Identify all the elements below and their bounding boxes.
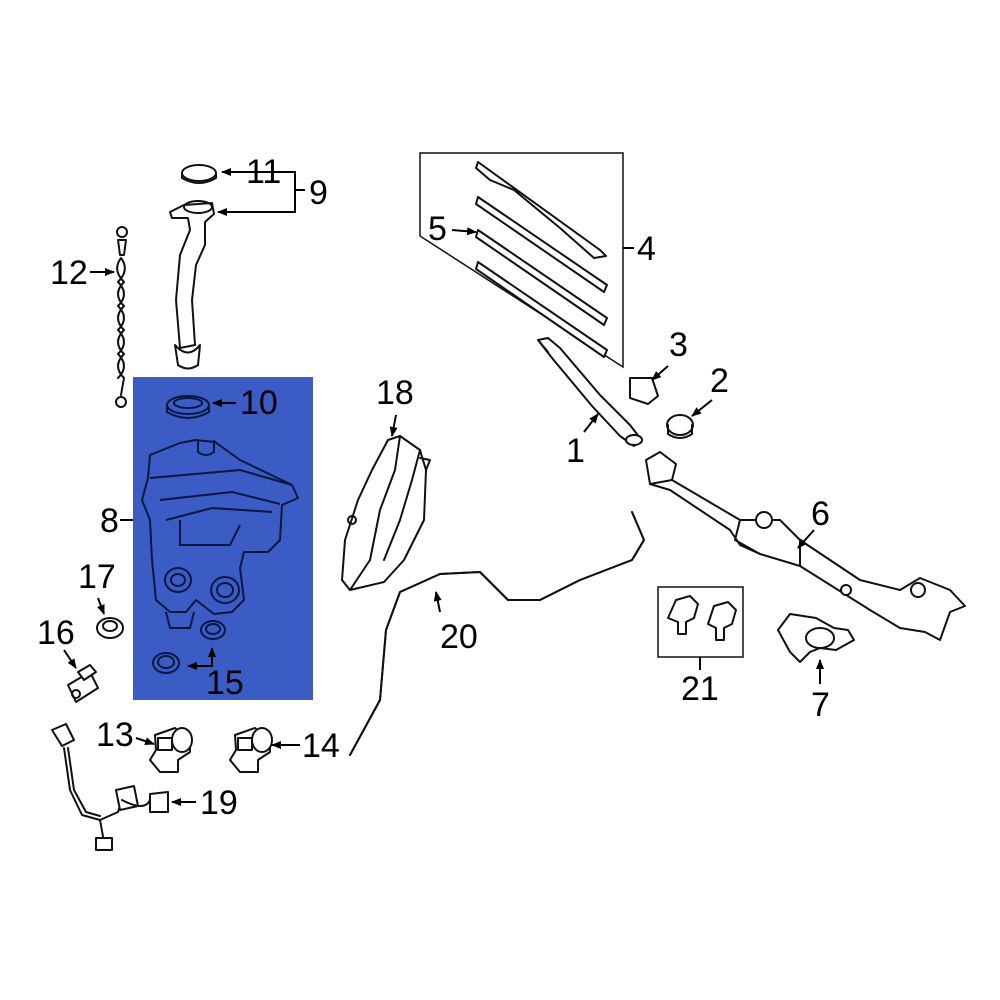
callout-1: 1 [566, 432, 585, 470]
callout-18: 18 [376, 374, 414, 412]
callout-labels: 1 2 3 4 5 6 7 8 9 10 11 12 13 14 15 16 1… [37, 153, 830, 822]
callout-4: 4 [637, 230, 656, 268]
level-sensor-wire[interactable] [115, 226, 128, 408]
callout-16: 16 [37, 614, 75, 652]
callout-20: 20 [440, 618, 478, 656]
callout-3: 3 [669, 326, 688, 364]
washer-pump-14[interactable] [229, 727, 273, 773]
callout-13: 13 [96, 716, 134, 754]
callout-9: 9 [309, 174, 328, 212]
nozzle-box[interactable] [657, 586, 744, 658]
wiper-arm[interactable] [537, 337, 643, 447]
callout-19: 19 [200, 784, 238, 822]
callout-5: 5 [428, 210, 447, 248]
callout-12: 12 [50, 254, 88, 292]
callout-14: 14 [302, 727, 340, 765]
wiper-motor[interactable] [777, 613, 855, 663]
callout-10: 10 [240, 384, 278, 422]
level-sensor-16[interactable] [67, 664, 99, 703]
washer-pump-13[interactable] [149, 727, 193, 773]
pivot-nut[interactable] [666, 414, 694, 439]
callout-6: 6 [811, 495, 830, 533]
wiper-blade-box[interactable] [419, 152, 624, 369]
callout-8: 8 [100, 502, 119, 540]
grommet-17[interactable] [96, 617, 124, 639]
washer-hose[interactable] [349, 511, 645, 756]
wiring-harness[interactable] [51, 723, 169, 851]
filler-neck[interactable] [169, 164, 217, 370]
callout-21: 21 [681, 670, 719, 708]
callout-17: 17 [78, 558, 116, 596]
callout-2: 2 [710, 362, 729, 400]
reservoir-bracket[interactable] [341, 435, 431, 591]
washer-reservoir-highlight[interactable] [133, 377, 313, 700]
callout-15: 15 [206, 664, 244, 702]
leader-lines [63, 168, 824, 806]
arm-cap[interactable] [629, 377, 659, 405]
callout-11: 11 [246, 153, 281, 191]
callout-7: 7 [811, 686, 830, 724]
